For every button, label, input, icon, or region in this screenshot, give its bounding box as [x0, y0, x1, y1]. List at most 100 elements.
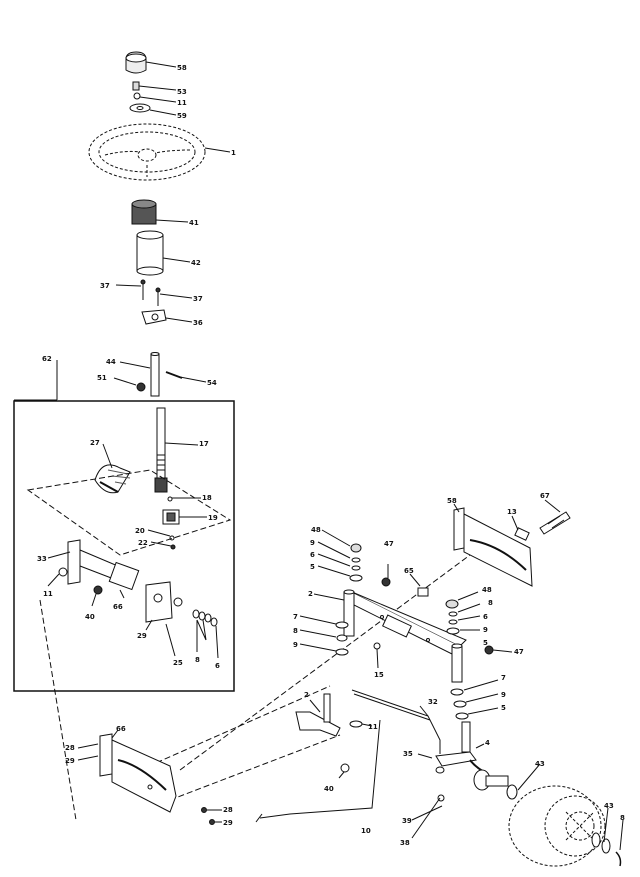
column-bearing-flange	[141, 309, 167, 325]
callout-66: 66	[116, 725, 126, 733]
callout-9: 9	[293, 641, 298, 649]
callout-2: 2	[308, 590, 313, 598]
callout-43: 43	[604, 802, 614, 810]
callout-28: 28	[65, 744, 75, 752]
bolt-47-top	[381, 564, 391, 587]
inset-dashed-outline	[26, 469, 232, 556]
bolt-67	[539, 511, 571, 535]
callout-47: 47	[384, 540, 394, 548]
tube-65	[409, 573, 429, 597]
detail-inset-frame	[13, 400, 235, 692]
steering-arm-left	[295, 693, 341, 737]
callout-13: 13	[507, 508, 517, 516]
callout-1: 1	[231, 149, 236, 157]
callout-66: 66	[113, 603, 123, 611]
callout-37: 37	[193, 295, 203, 303]
front-wheel	[508, 785, 606, 867]
spacer-13	[514, 527, 530, 541]
washer-set	[192, 609, 218, 627]
callout-44: 44	[106, 358, 116, 366]
callout-8: 8	[293, 627, 298, 635]
callout-28: 28	[223, 806, 233, 814]
callout-58: 58	[177, 64, 187, 72]
axle-pivot-tube	[382, 614, 412, 638]
callout-67: 67	[540, 492, 550, 500]
callout-5: 5	[310, 563, 315, 571]
axle-washers	[591, 832, 622, 867]
callout-8: 8	[620, 814, 625, 822]
callout-11: 11	[368, 723, 378, 731]
column-bolts	[140, 279, 161, 306]
callout-5: 5	[501, 704, 506, 712]
callout-37: 37	[100, 282, 110, 290]
callout-43: 43	[535, 760, 545, 768]
spindle-left	[343, 589, 355, 637]
callout-8: 8	[195, 656, 200, 664]
steering-shaft-lower	[154, 407, 168, 493]
callout-65: 65	[404, 567, 414, 575]
callout-11: 11	[177, 99, 187, 107]
stacked-washers-right	[445, 599, 469, 720]
callout-17: 17	[199, 440, 209, 448]
steering-shaft-upper	[150, 352, 160, 397]
callout-20: 20	[135, 527, 145, 535]
callout-40: 40	[324, 785, 334, 793]
callout-4: 4	[485, 739, 490, 747]
callout-18: 18	[202, 494, 212, 502]
callout-59: 59	[177, 112, 187, 120]
gear-washer	[167, 496, 173, 502]
sector-gear	[94, 464, 131, 494]
drag-link-32	[351, 689, 441, 754]
callout-58: 58	[447, 497, 457, 505]
bolt-47-right	[484, 645, 494, 655]
callout-41: 41	[189, 219, 199, 227]
mounting-plate-25	[145, 581, 183, 623]
callout-54: 54	[207, 379, 217, 387]
spacer-tube	[108, 561, 140, 591]
callout-29: 29	[137, 632, 147, 640]
callout-15: 15	[374, 671, 384, 679]
washer-11	[58, 567, 68, 577]
callout-25: 25	[173, 659, 183, 667]
spindle-arm-right	[435, 721, 489, 775]
callout-8: 8	[488, 599, 493, 607]
steering-wheel-cap	[125, 51, 147, 74]
steering-bushing	[136, 230, 164, 276]
callout-48: 48	[482, 586, 492, 594]
callout-6: 6	[310, 551, 315, 559]
callout-39: 39	[402, 817, 412, 825]
lock-washer	[133, 92, 141, 100]
callout-9: 9	[483, 626, 488, 634]
callout-9: 9	[501, 691, 506, 699]
frame-bracket-right	[453, 507, 533, 587]
steering-wheel-insert	[129, 103, 151, 113]
steering-adapter-gear	[131, 199, 157, 225]
pinion-gear	[162, 509, 180, 525]
cap-screw	[132, 81, 140, 91]
callout-29: 29	[223, 819, 233, 827]
wheel-hub-43	[473, 769, 518, 800]
callout-51: 51	[97, 374, 107, 382]
callout-29: 29	[65, 757, 75, 765]
callout-labels: 58 53 11 59 1 41 42 37 37 36 62 44 51 54…	[37, 64, 625, 847]
callout-53: 53	[177, 88, 187, 96]
stacked-washers-left	[335, 543, 363, 656]
callout-27: 27	[90, 439, 100, 447]
callout-42: 42	[191, 259, 201, 267]
shaft-nut	[136, 382, 146, 392]
callout-32: 32	[428, 698, 438, 706]
callout-47: 47	[514, 648, 524, 656]
callout-33: 33	[37, 555, 47, 563]
callout-9: 9	[310, 539, 315, 547]
callout-2: 2	[304, 691, 309, 699]
spindle-right	[451, 643, 463, 683]
callout-6: 6	[483, 613, 488, 621]
callout-62: 62	[42, 355, 52, 363]
callout-48: 48	[311, 526, 321, 534]
callout-19: 19	[208, 514, 218, 522]
callout-11: 11	[43, 590, 53, 598]
callout-36: 36	[193, 319, 203, 327]
callout-7: 7	[293, 613, 298, 621]
callout-7: 7	[501, 674, 506, 682]
